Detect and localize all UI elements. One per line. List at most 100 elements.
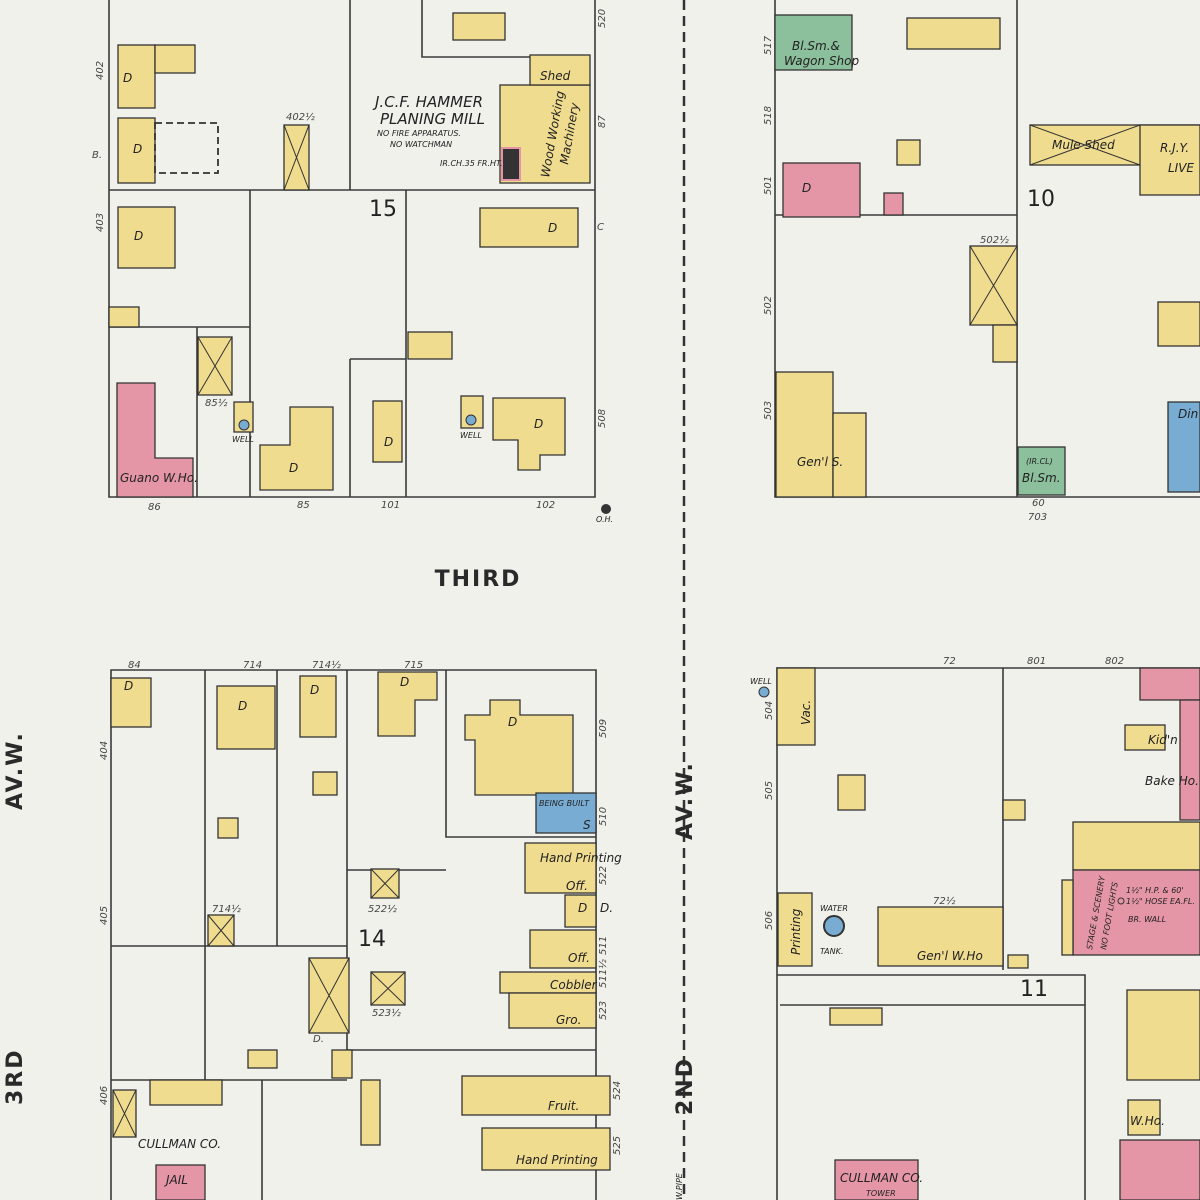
label-tank: TANK. (820, 947, 843, 956)
address-number: 511½ (597, 959, 609, 988)
address-number: 518 (763, 106, 774, 125)
address-number: 87 (597, 115, 608, 128)
address-number: 509 (598, 719, 609, 738)
street-third: THIRD (435, 567, 522, 592)
label-ircl: (IR.CL) (1026, 457, 1053, 466)
address-number: 703 (1028, 512, 1047, 523)
dwelling-marks: D D D D D D D D D D D D D D (123, 71, 811, 915)
label-cobbler: Cobbler (550, 978, 598, 992)
address-number: 501 (763, 176, 774, 195)
address-number: 86 (148, 502, 161, 513)
address-number: 402 (95, 61, 106, 80)
address-number: 502½ (980, 234, 1009, 246)
label-kid: Kid'n (1148, 733, 1178, 747)
address-number: 802 (1105, 656, 1124, 667)
address-number: 517 (763, 35, 774, 55)
street-3rd-prefix: 3RD (3, 1048, 28, 1105)
label-guano: Guano W.Ho. (120, 471, 198, 485)
label-vac: Vac. (799, 700, 813, 725)
address-number: 522 (598, 866, 609, 885)
label-blsm: Bl.Sm. (1022, 471, 1061, 485)
address-numbers: 402 B. 402½ 403 85½ 86 85 101 102 508 C … (92, 9, 1124, 1155)
block-10 (774, 0, 1200, 498)
label-no-fire: NO FIRE APPARATUS. (377, 129, 461, 138)
address-number: 523 (598, 1001, 609, 1020)
label-bake: Bake Ho. (1145, 774, 1199, 788)
dwelling-mark: D (124, 679, 133, 693)
label-wpipe: W.PIPE (675, 1172, 684, 1200)
dwelling-mark: D (400, 675, 409, 689)
label-wh: W.Ho. (1130, 1114, 1165, 1128)
address-number: 524 (612, 1081, 623, 1100)
label-no-watchman: NO WATCHMAN (390, 140, 452, 149)
label-fruit: Fruit. (548, 1099, 579, 1113)
label-being-built: BEING BUILT (539, 799, 590, 808)
label-livery-1: R.J.Y. (1160, 141, 1189, 155)
dwelling-mark: D (134, 229, 143, 243)
address-number: 714 (243, 660, 262, 671)
label-shed: Shed (540, 69, 571, 83)
address-number: 505 (764, 781, 775, 800)
label-hand-printing-2: Hand Printing (516, 1153, 598, 1167)
label-genl-wh: Gen'l W.Ho (917, 949, 983, 963)
label-well-3: WELL (750, 677, 772, 686)
address-number: 511 (598, 936, 609, 955)
label-hand-printing-1: Hand Printing (540, 851, 622, 865)
dwelling-mark: D (508, 715, 517, 729)
label-mill-type: PLANING MILL (380, 110, 485, 128)
dwelling-mark: D (238, 699, 247, 713)
address-number: 60 (1032, 498, 1045, 509)
address-number: 520 (597, 9, 608, 28)
address-number: B. (92, 150, 102, 161)
block-11 (776, 667, 1200, 1200)
block-number-11: 11 (1020, 977, 1048, 1002)
address-number: 801 (1027, 656, 1046, 667)
label-mule-shed: Mule Shed (1052, 138, 1115, 152)
label-boiler: IR.CH.35 FR.HT. (440, 159, 503, 168)
address-number: 84 (128, 660, 141, 671)
dwelling-mark: D (534, 417, 543, 431)
address-number: 503 (763, 401, 774, 420)
label-cullman-tower-2: TOWER (866, 1189, 896, 1198)
label-printing: Printing (789, 908, 803, 955)
label-gro: Gro. (556, 1013, 581, 1027)
dwelling-mark: D (123, 71, 132, 85)
address-number: 101 (381, 500, 400, 511)
label-blsm-wagon-2: Wagon Shop (784, 54, 860, 68)
address-number: 502 (763, 296, 774, 315)
address-number: 403 (95, 213, 106, 232)
street-2nd-prefix: 2ND (673, 1057, 698, 1115)
dwelling-mark: D (289, 461, 298, 475)
label-water: WATER (820, 904, 848, 913)
street-av-w-center: AV.W. (673, 761, 698, 840)
label-off-2: Off. (568, 951, 590, 965)
address-number: 102 (536, 500, 555, 511)
address-number: 506 (764, 911, 775, 930)
address-number: 85 (297, 500, 310, 511)
label-din: Din (1178, 407, 1198, 421)
label-d: D. (600, 901, 613, 915)
address-number: D. (313, 1034, 324, 1045)
label-cullman-tower-1: CULLMAN CO. (840, 1171, 923, 1185)
label-hp: 1½" H.P. & 60' (1126, 886, 1184, 895)
dwelling-mark: D (310, 683, 319, 697)
address-number: 402½ (286, 111, 315, 123)
address-number: 525 (612, 1136, 623, 1155)
address-number: 510 (598, 807, 609, 826)
label-cullman-jail-1: CULLMAN CO. (138, 1137, 221, 1151)
dwelling-mark: D (133, 142, 142, 156)
dwelling-mark: D (548, 221, 557, 235)
address-number: 404 (99, 741, 110, 760)
address-number: C (597, 222, 604, 233)
dwelling-mark: D (578, 901, 587, 915)
address-number: 406 (99, 1086, 110, 1105)
label-mill-name: J.C.F. HAMMER (372, 93, 483, 111)
label-livery-2: LIVE (1168, 161, 1194, 175)
address-number: 714½ (212, 903, 241, 915)
label-genl-s: Gen'l S. (797, 455, 843, 469)
label-br-wall: BR. WALL (1128, 915, 1166, 924)
address-number: 522½ (368, 903, 397, 915)
address-number: 405 (99, 906, 110, 925)
label-oh: O.H. (596, 515, 613, 524)
